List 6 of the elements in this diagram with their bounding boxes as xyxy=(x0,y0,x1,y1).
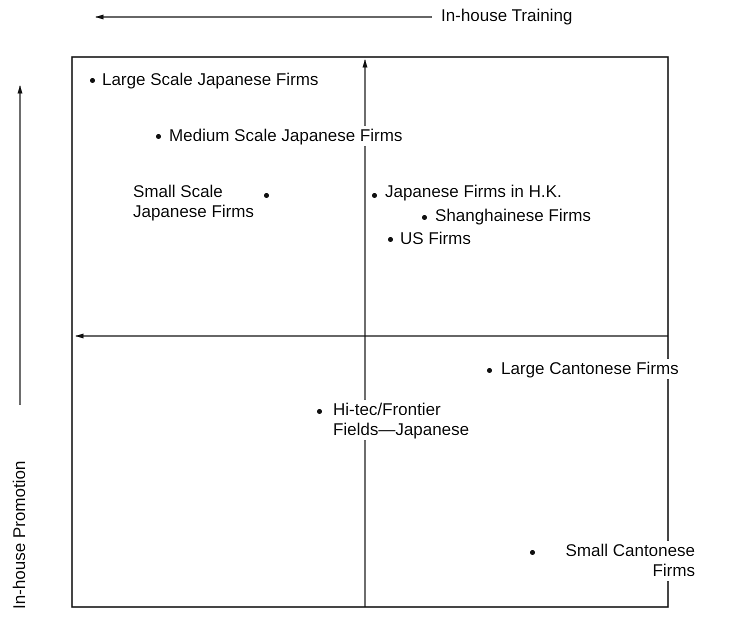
point-label: Shanghainese Firms xyxy=(434,206,592,226)
point-label: Large Cantonese Firms xyxy=(500,359,680,379)
point-label: Large Scale Japanese Firms xyxy=(101,70,320,90)
point-label: Medium Scale Japanese Firms xyxy=(168,126,404,146)
axis-label: In-house Training xyxy=(440,6,574,26)
point-label: Japanese Firms in H.K. xyxy=(384,182,563,202)
